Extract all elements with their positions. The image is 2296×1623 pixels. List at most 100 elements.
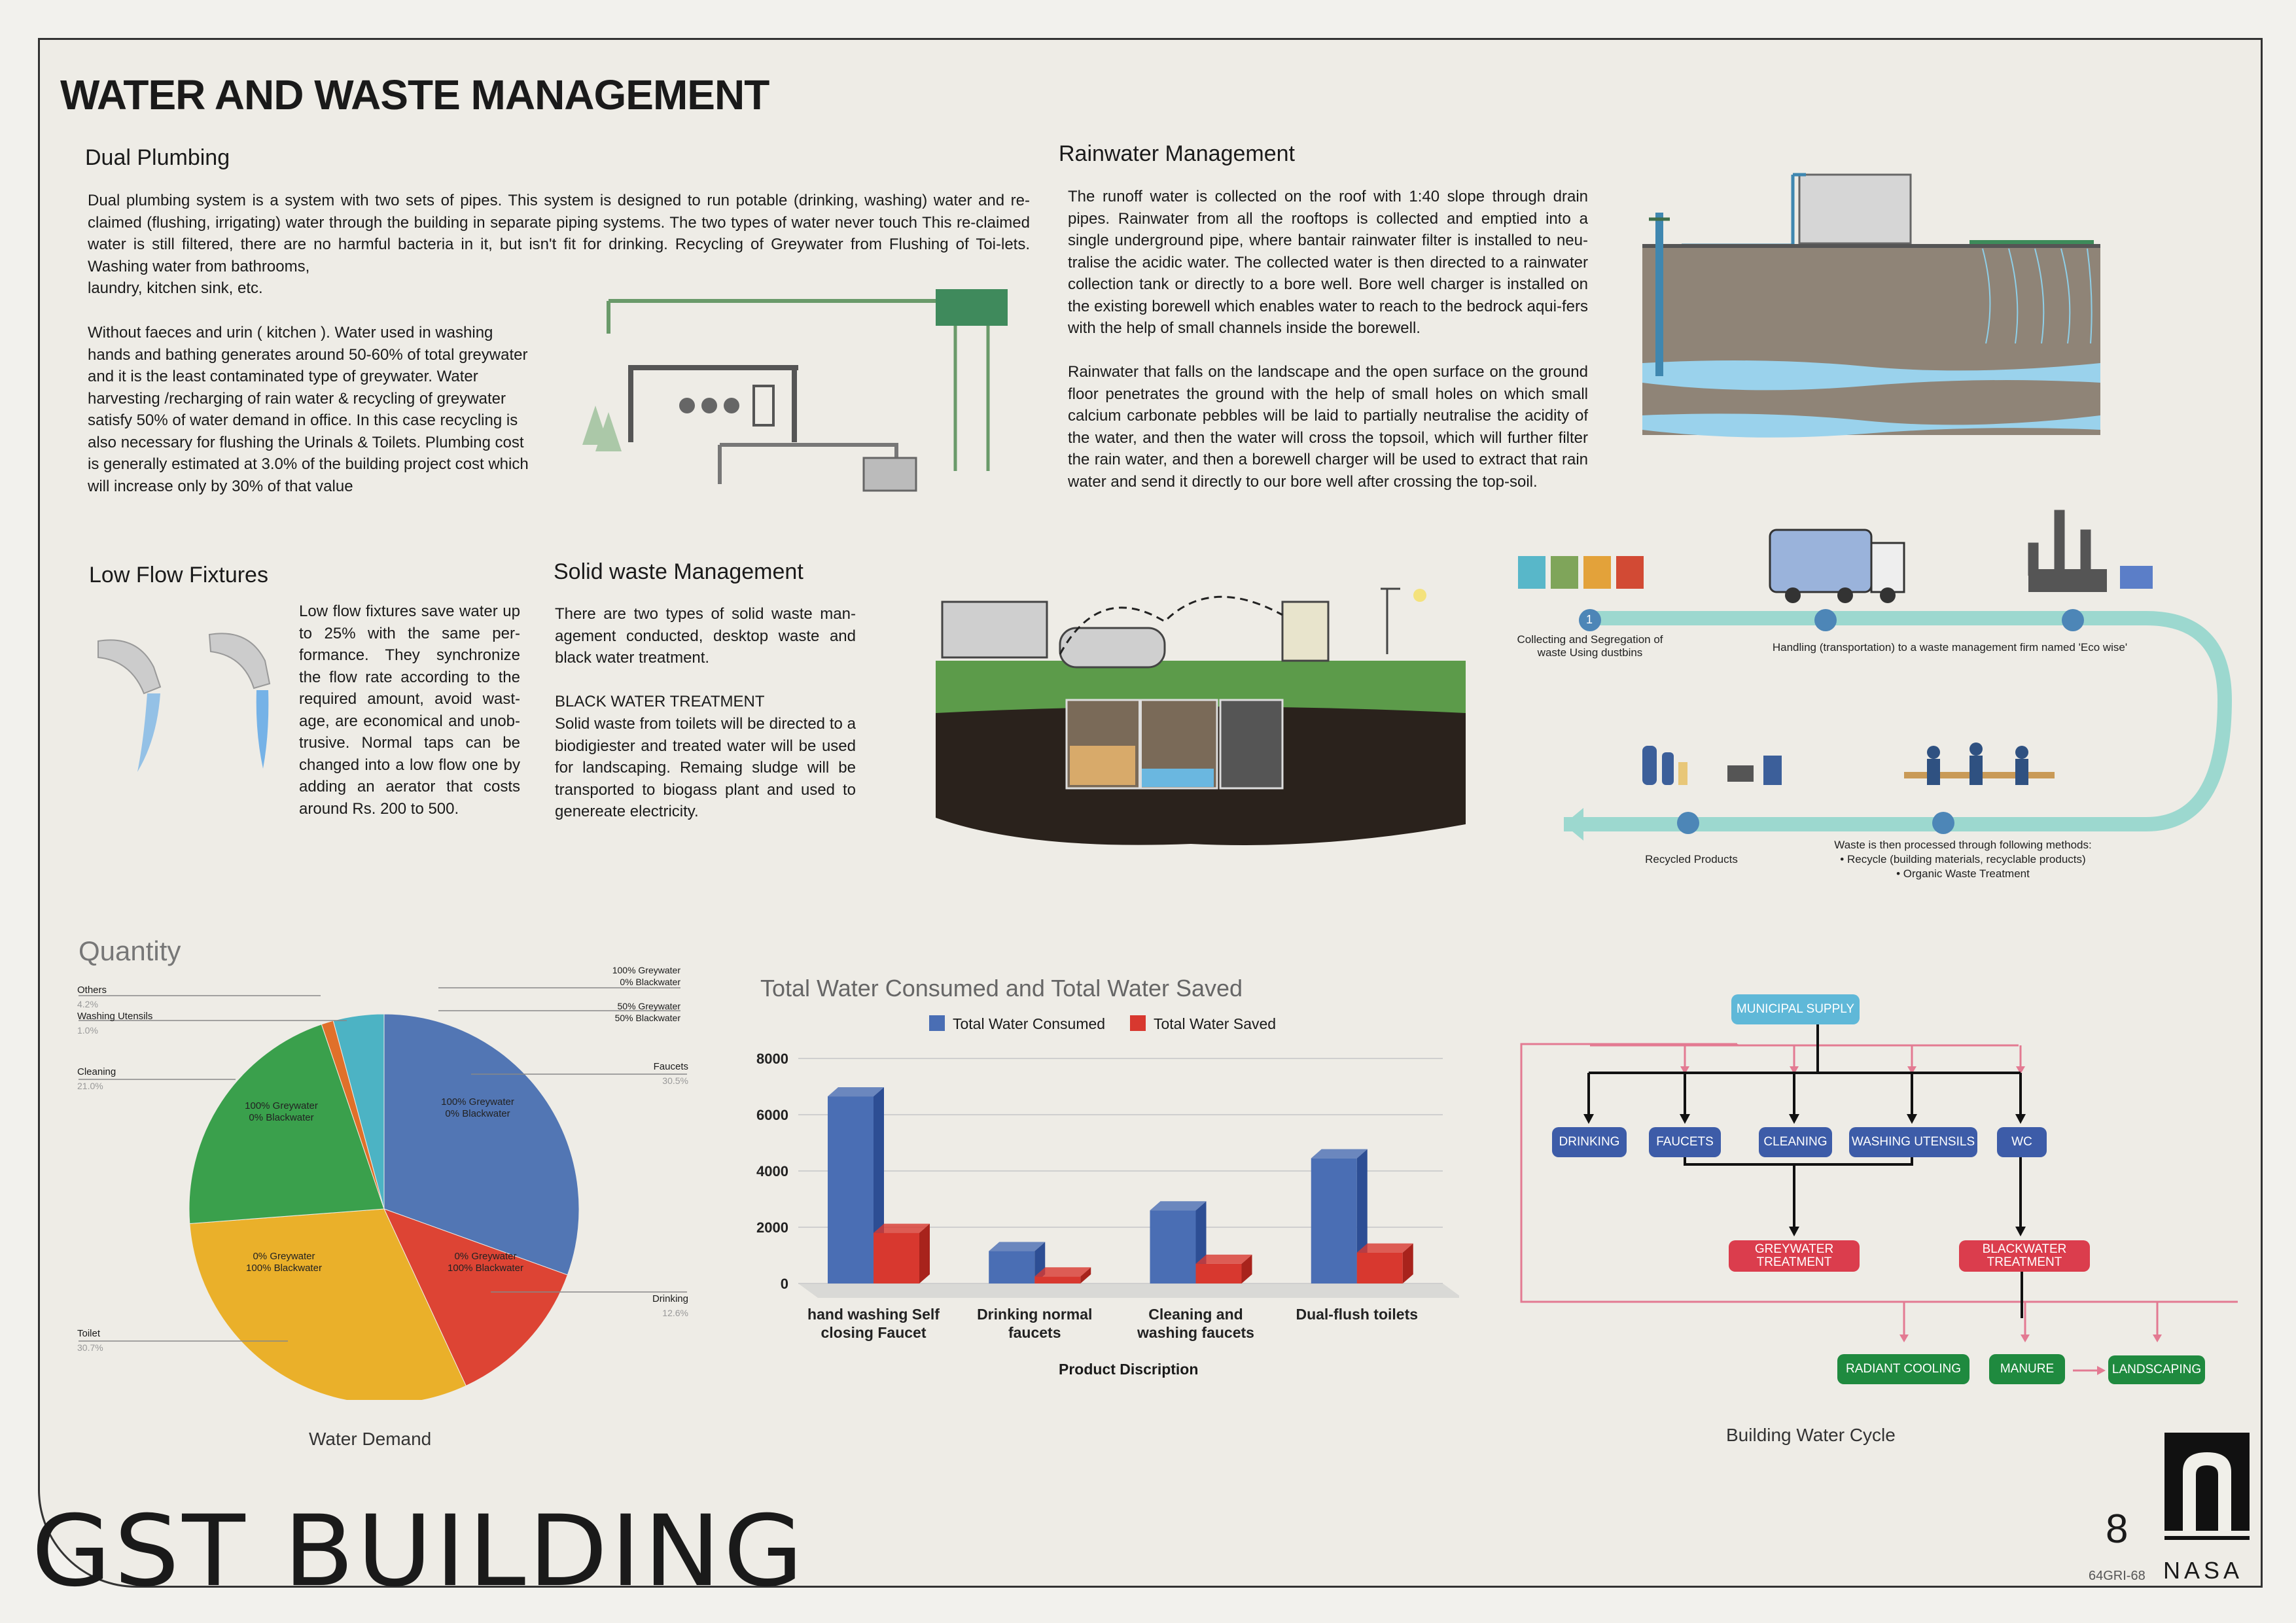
legend-consumed-swatch (929, 1015, 945, 1031)
waste-step2-label: Handling (transportation) to a waste man… (1772, 641, 2128, 654)
bar-top (828, 1087, 884, 1097)
pie-inner-drinking-l2: 100% Blackwater (448, 1263, 523, 1274)
waste-step3-line2: • Recycle (building materials, recyclabl… (1840, 853, 2086, 865)
municipal-supply-node: MUNICIPAL SUPPLY (1731, 994, 1860, 1024)
low-flow-heading: Low Flow Fixtures (89, 563, 268, 587)
tap-illustration (97, 633, 271, 772)
washing-utensils-node: WASHING UTENSILS (1849, 1127, 1977, 1157)
page-number: 8 (2106, 1507, 2128, 1552)
y-tick-label: 8000 (756, 1051, 788, 1067)
pie-inner-faucets-l1: 100% Greywater (441, 1096, 514, 1108)
pie-chart (79, 987, 687, 1400)
solid-waste-heading: Solid waste Management (554, 559, 804, 584)
pie-pct-faucets: 30.5% (662, 1075, 688, 1086)
bar (828, 1096, 874, 1283)
pie-pct-washing-utensils: 1.0% (77, 1025, 98, 1036)
bar (874, 1232, 919, 1283)
building-name: GST BUILDING (31, 1495, 806, 1609)
black-water-subheading: BLACK WATER TREATMENT (555, 693, 765, 710)
legend-consumed-label: Total Water Consumed (953, 1015, 1106, 1032)
solid-waste-para1: There are two types of solid waste man-a… (555, 605, 856, 667)
pie-pct-cleaning: 21.0% (77, 1081, 103, 1091)
bar-chart: 8000 6000 4000 2000 0 hand washing Selfclosin… (756, 1051, 1459, 1341)
nasa-logo-text: NASA (2163, 1557, 2244, 1584)
rainwater-heading: Rainwater Management (1059, 141, 1295, 166)
y-tick-label: 4000 (756, 1163, 788, 1179)
sheet-code: 64GRI-68 (2089, 1569, 2146, 1583)
bar (1311, 1158, 1357, 1283)
water-cycle-caption: Building Water Cycle (1726, 1425, 1896, 1445)
cleaning-node: CLEANING (1759, 1127, 1832, 1157)
dual-plumbing-para1b: laundry, kitchen sink, etc. (88, 279, 263, 297)
pie-note1-l2: 0% Blackwater (620, 977, 680, 987)
water-cycle-connectors (1520, 1024, 2238, 1375)
x-tick-label: Cleaning and (1148, 1306, 1243, 1323)
y-tick-label: 6000 (756, 1107, 788, 1123)
pie-pct-others: 4.2% (77, 999, 98, 1009)
bar-top (989, 1242, 1046, 1251)
pie-inner-drinking-l1: 0% Greywater (454, 1251, 517, 1262)
bar-chart-title: Total Water Consumed and Total Water Sav… (760, 975, 1243, 1002)
bar-top (1311, 1149, 1368, 1159)
bar (1150, 1210, 1196, 1283)
greywater-treatment-line2: TREATMENT (1756, 1255, 1832, 1269)
waste-step4-label: Recycled Products (1645, 853, 1738, 865)
waste-step1-label: Collecting and Segregation of waste Usin… (1517, 633, 1663, 659)
landscaping-node: LANDSCAPING (2108, 1355, 2205, 1384)
bar-top (1034, 1267, 1091, 1277)
pie-note1-l1: 100% Greywater (612, 965, 680, 975)
drinking-node: DRINKING (1552, 1127, 1627, 1157)
waste-step3-line3: • Organic Waste Treatment (1896, 867, 2030, 880)
bar-top (1356, 1243, 1413, 1253)
pie-label-cleaning: Cleaning (77, 1066, 116, 1077)
radiant-cooling-node: RADIANT COOLING (1837, 1354, 1969, 1384)
pie-label-faucets: Faucets (653, 1061, 688, 1072)
bar-side (1080, 1267, 1091, 1283)
pie-slice-drinking (383, 1208, 569, 1387)
greywater-treatment-line1: GREYWATER (1754, 1242, 1834, 1256)
step1-number: 1 (1585, 613, 1593, 626)
bar (1195, 1263, 1242, 1283)
pie-inner-cleaning-l1: 100% Greywater (245, 1100, 318, 1111)
legend-saved-swatch (1130, 1015, 1146, 1031)
x-tick-label: hand washing Self (807, 1306, 940, 1323)
pie-slice-faucets (383, 1013, 580, 1276)
legend-saved-label: Total Water Saved (1154, 1015, 1277, 1032)
pie-inner-cleaning-l2: 0% Blackwater (249, 1112, 314, 1123)
pie-note2-l1: 50% Greywater (617, 1001, 680, 1011)
x-tick-label: faucets (1008, 1324, 1061, 1341)
waste-step3-line1: Waste is then processed through followin… (1834, 839, 2092, 851)
dual-plumbing-para2: Without faeces and urin ( kitchen ). Wat… (88, 324, 529, 495)
bar-side (919, 1223, 930, 1283)
chart-floor (798, 1283, 1459, 1298)
nasa-logo-icon (2164, 1433, 2250, 1540)
waste-flow-diagram (1518, 510, 2233, 841)
x-tick-label: Drinking normal (977, 1306, 1092, 1323)
pie-caption: Water Demand (309, 1429, 432, 1449)
pie-slice-toilet (189, 1208, 467, 1400)
manure-node: MANURE (1989, 1354, 2065, 1384)
bar-top (1195, 1254, 1252, 1264)
dual-plumbing-illustration (582, 289, 1008, 492)
x-tick-label: Dual-flush toilets (1296, 1306, 1418, 1323)
page-title: WATER AND WASTE MANAGEMENT (60, 71, 769, 118)
rainwater-para2: Rainwater that falls on the landscape an… (1068, 363, 1588, 491)
y-tick-label: 0 (781, 1276, 788, 1292)
bar-side (1402, 1243, 1413, 1283)
pie-label-drinking: Drinking (652, 1293, 688, 1304)
bar (1356, 1252, 1403, 1283)
pie-slice-cleaning (188, 1024, 385, 1224)
blackwater-treatment-node: BLACKWATER TREATMENT (1959, 1240, 2090, 1272)
rainwater-illustration (1642, 173, 2100, 438)
bar (1034, 1276, 1081, 1283)
pie-pct-toilet: 30.7% (77, 1342, 103, 1353)
greywater-treatment-node: GREYWATER TREATMENT (1729, 1240, 1860, 1272)
y-tick-label: 2000 (756, 1219, 788, 1236)
x-tick-label: washing faucets (1137, 1324, 1254, 1341)
pie-label-toilet: Toilet (77, 1328, 101, 1339)
bar-chart-xlabel: Product Discription (1059, 1361, 1199, 1378)
x-tick-label: closing Faucet (821, 1324, 926, 1341)
pie-title: Quantity (79, 935, 181, 966)
solid-waste-para2: Solid waste from toilets will be directe… (555, 715, 856, 820)
wc-node: WC (1997, 1127, 2047, 1157)
